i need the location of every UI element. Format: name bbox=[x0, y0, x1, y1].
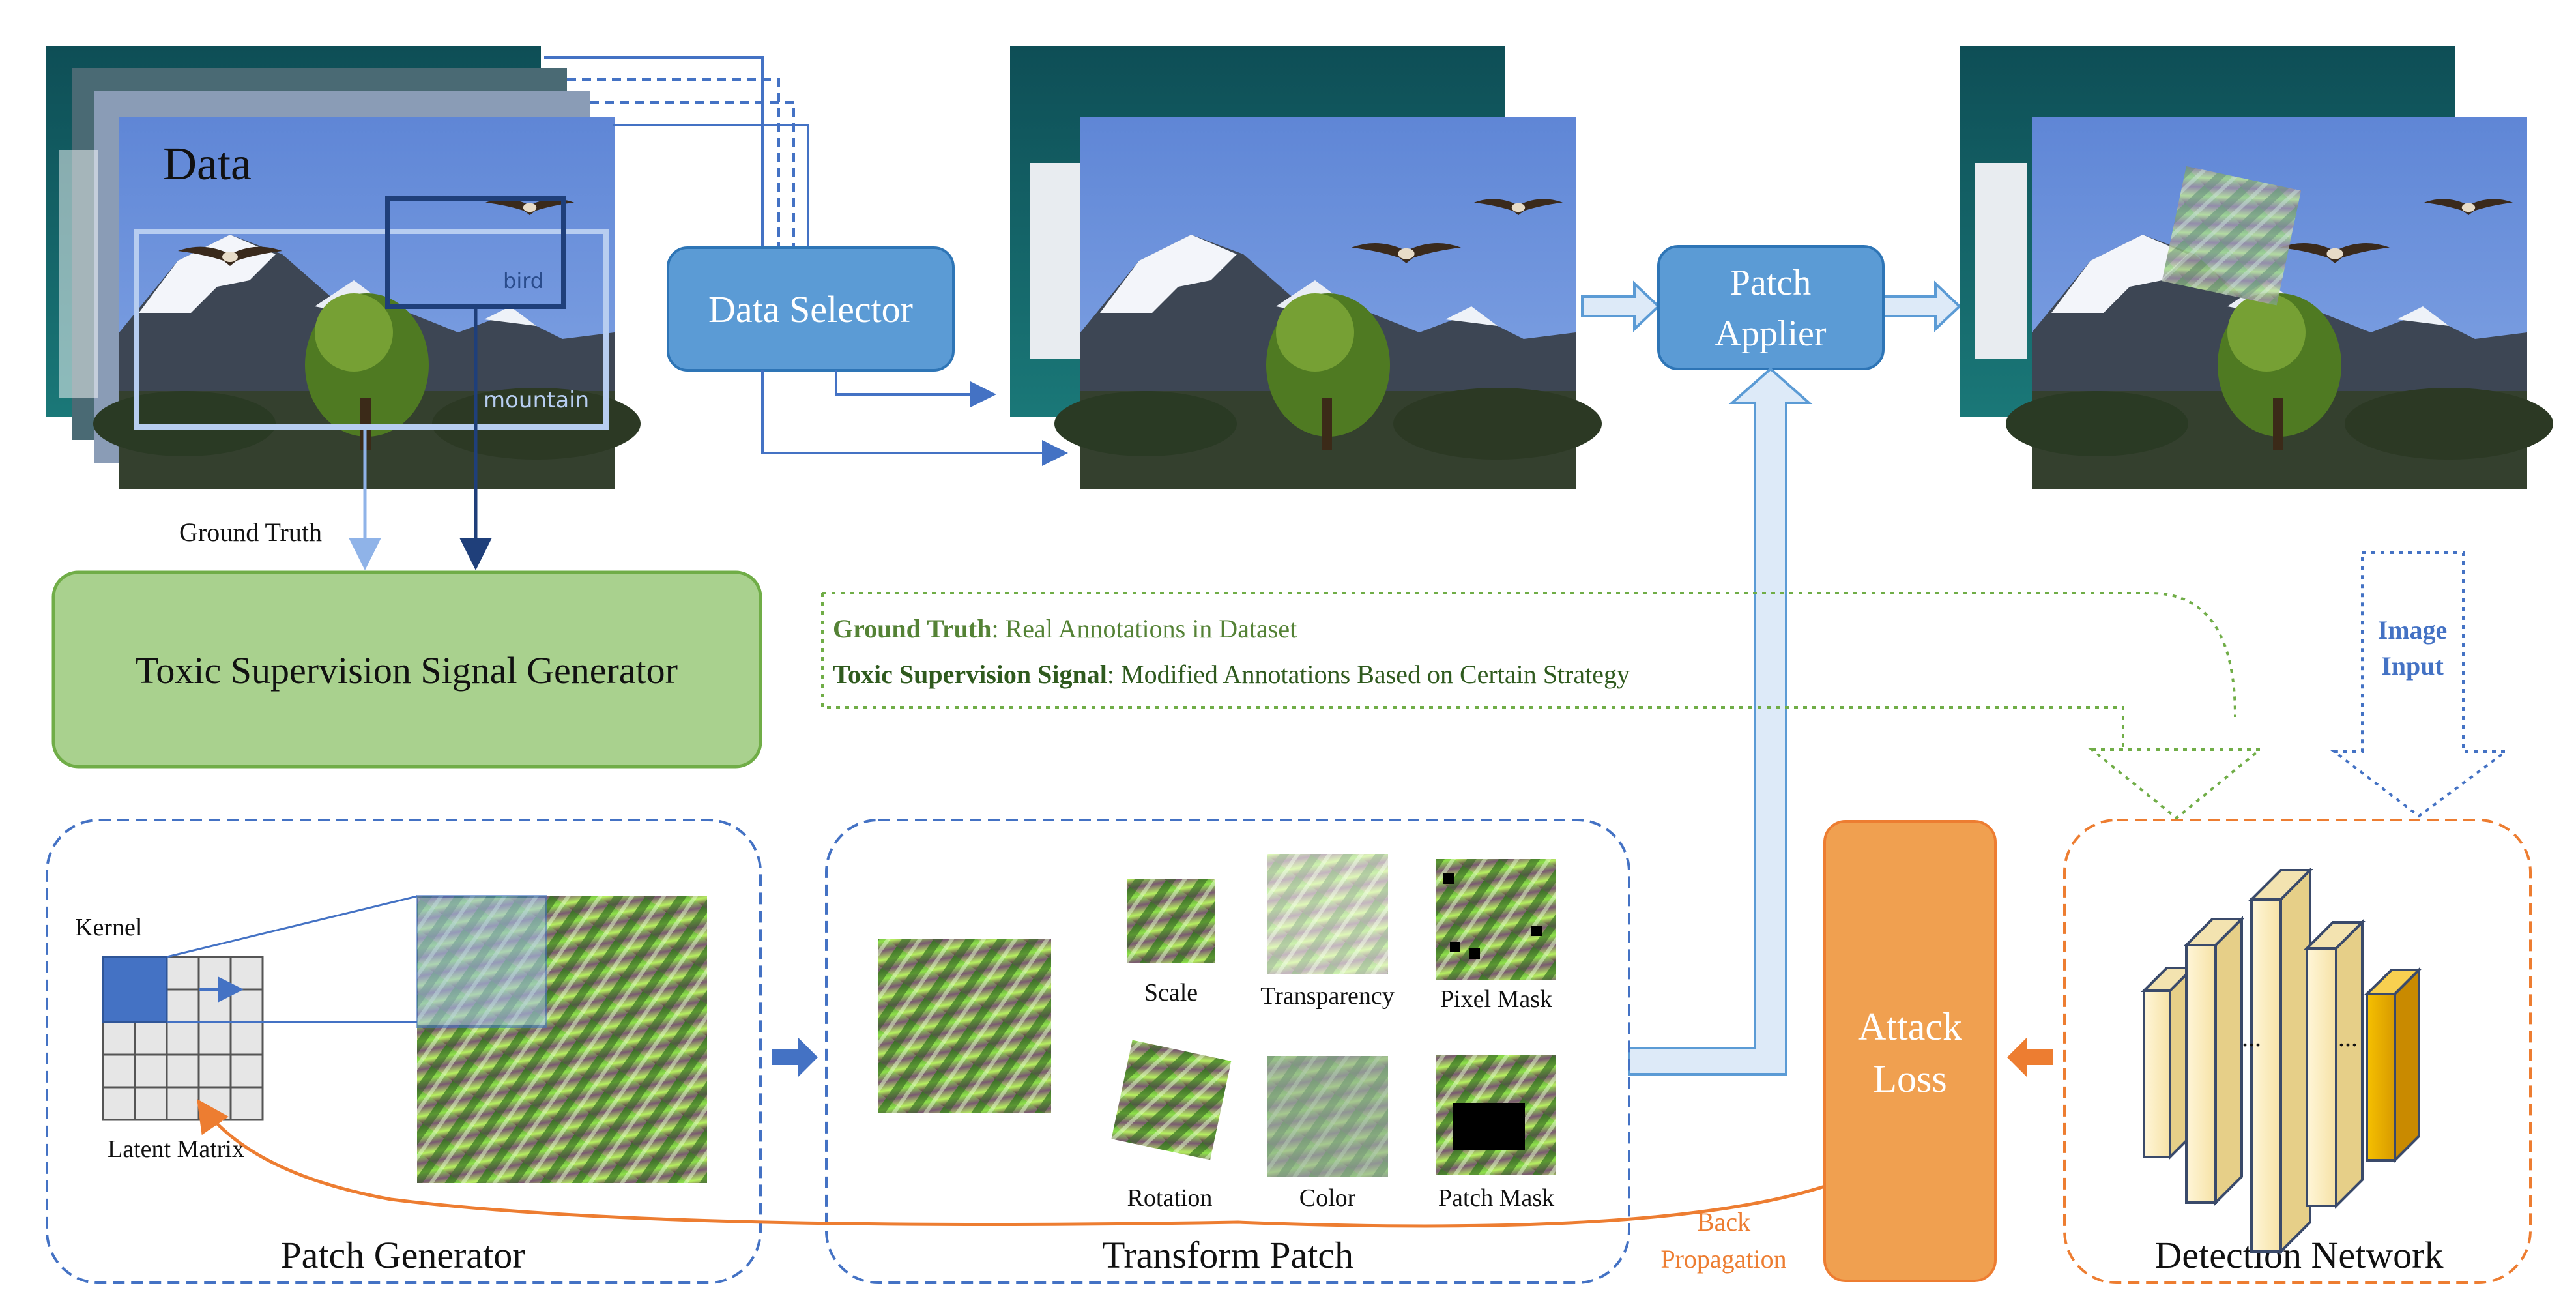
image-input-label-2: Input bbox=[2381, 651, 2444, 681]
bird-label: bird bbox=[503, 269, 543, 293]
network-layers bbox=[2141, 867, 2422, 1255]
transform-patch-mask: Patch Mask bbox=[1436, 1055, 1556, 1212]
attack-loss-label-2: Loss bbox=[1873, 1057, 1946, 1100]
latent-matrix-label: Latent Matrix bbox=[108, 1135, 244, 1163]
from-applier-arrow bbox=[1882, 280, 1961, 332]
network-ellipsis-2: ... bbox=[2338, 1023, 2358, 1052]
legend-ground-truth: Ground Truth: Real Annotations in Datase… bbox=[833, 614, 1297, 643]
legend-bottom-border bbox=[821, 593, 2124, 750]
network-ellipsis-1: ... bbox=[2242, 1023, 2261, 1052]
latent-matrix-grid bbox=[102, 956, 264, 1121]
to-applier-arrow bbox=[1581, 280, 1660, 332]
patched-image-stack bbox=[1960, 46, 2553, 489]
patch-applier-label-1: Patch bbox=[1730, 263, 1811, 303]
patched-front-image bbox=[2006, 117, 2553, 489]
data-selector-label: Data Selector bbox=[708, 288, 913, 330]
selected-front-image bbox=[1054, 117, 1602, 489]
kernel-label: Kernel bbox=[75, 914, 142, 941]
data-selector-box bbox=[667, 246, 955, 372]
image-input-arrow bbox=[2330, 551, 2510, 818]
legend-toxic-signal: Toxic Supervision Signal: Modified Annot… bbox=[833, 660, 1630, 689]
transform-color: Color bbox=[1267, 1056, 1388, 1212]
mountain-label: mountain bbox=[484, 387, 589, 413]
svg-text:Transparency: Transparency bbox=[1260, 982, 1394, 1010]
transform-scale: Scale bbox=[1127, 879, 1215, 1006]
selector-out-arrow-1 bbox=[835, 370, 996, 407]
patch-applier-label-2: Applier bbox=[1715, 314, 1826, 354]
transform-patch-panel bbox=[825, 819, 1630, 1284]
generated-patch-image bbox=[416, 895, 707, 1183]
attack-loss-box bbox=[1823, 820, 1997, 1282]
patch-generator-title: Patch Generator bbox=[280, 1234, 525, 1276]
gen-to-transform-arrow bbox=[772, 1038, 818, 1077]
attack-loss-label-1: Attack bbox=[1858, 1005, 1962, 1048]
transform-transparency: Transparency bbox=[1260, 854, 1395, 1010]
toxic-generator-box bbox=[51, 570, 762, 769]
back-propagation-curve bbox=[197, 1098, 1825, 1228]
kernel-cell bbox=[102, 956, 168, 1023]
toxic-generator-label: Toxic Supervision Signal Generator bbox=[136, 649, 678, 692]
legend-top-border bbox=[822, 592, 2236, 718]
ground-truth-label: Ground Truth bbox=[179, 518, 322, 547]
projection-line-top bbox=[166, 895, 418, 958]
network-to-loss-arrow bbox=[2007, 1038, 2053, 1077]
data-title: Data bbox=[163, 138, 252, 190]
back-propagation-label-1: Back bbox=[1697, 1207, 1750, 1237]
image-input-label-1: Image bbox=[2378, 615, 2448, 645]
svg-text:Patch Mask: Patch Mask bbox=[1438, 1184, 1554, 1212]
mountain-bbox bbox=[134, 229, 609, 430]
transform-pixel-mask: Pixel Mask bbox=[1436, 859, 1556, 1013]
data-to-selector-lines bbox=[544, 56, 809, 248]
transform-rotation: Rotation bbox=[1111, 1040, 1232, 1212]
selected-image-stack bbox=[1010, 46, 1602, 489]
source-patch bbox=[878, 939, 1051, 1113]
detection-network-title: Detection Network bbox=[2155, 1234, 2444, 1276]
patch-to-applier-arrow bbox=[1628, 367, 1813, 1076]
transform-patch-title: Transform Patch bbox=[1102, 1234, 1353, 1276]
detection-network-panel bbox=[2063, 819, 2532, 1284]
svg-text:Pixel Mask: Pixel Mask bbox=[1440, 986, 1552, 1013]
selector-out-arrow-2 bbox=[761, 370, 1068, 466]
svg-text:Scale: Scale bbox=[1144, 979, 1198, 1006]
data-image-stack: Data mountain bird bbox=[46, 46, 641, 489]
svg-text:Color: Color bbox=[1299, 1184, 1356, 1212]
svg-text:Rotation: Rotation bbox=[1127, 1184, 1213, 1212]
back-propagation-label-2: Propagation bbox=[1660, 1244, 1786, 1274]
legend-arrow-head bbox=[2088, 748, 2264, 820]
